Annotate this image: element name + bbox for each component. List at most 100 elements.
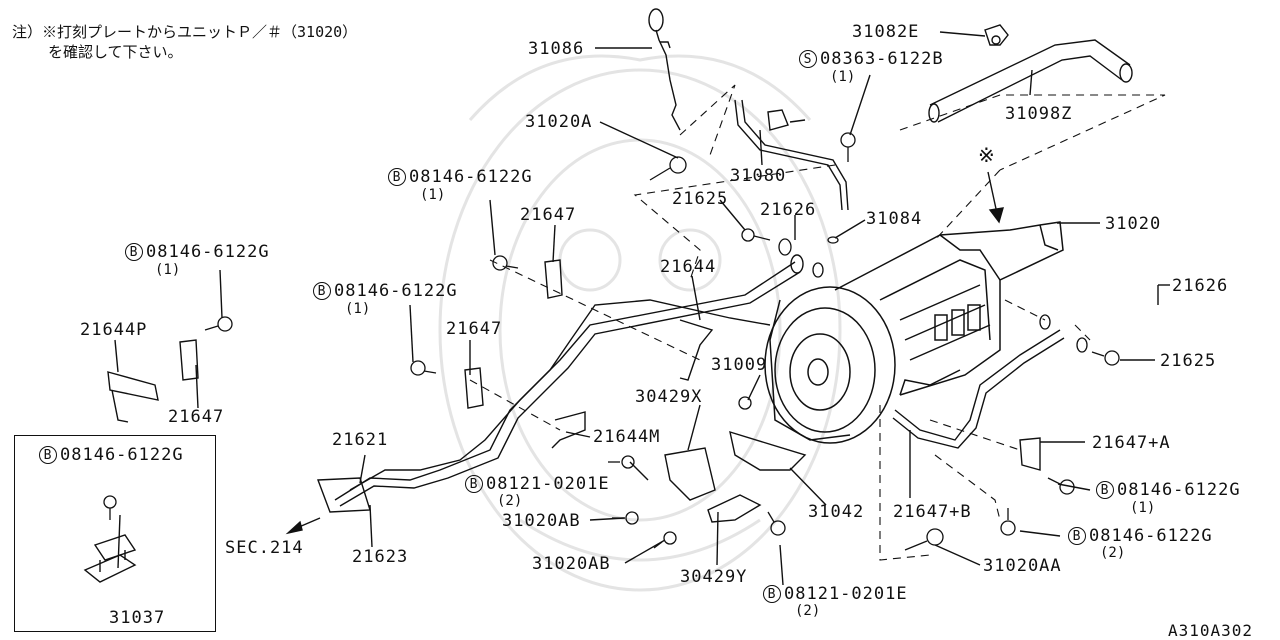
- callout-08146-c-qty: (1): [345, 301, 371, 317]
- leader-31020a: [599, 121, 679, 159]
- leader-31009: [747, 374, 761, 401]
- callout-08363-number: 08363-6122B: [820, 49, 944, 69]
- inset-callout-31037[interactable]: 31037: [109, 608, 166, 628]
- callout-21623[interactable]: 21623: [352, 547, 409, 567]
- callout-21644[interactable]: 21644: [660, 257, 717, 277]
- transmission-case: [834, 221, 1064, 396]
- torque-converter: [764, 286, 896, 444]
- leader-31020aa: [934, 544, 981, 566]
- leader-21644m: [565, 431, 591, 438]
- callout-21625-b[interactable]: 21625: [1160, 351, 1217, 371]
- inset-bolt-number: 08146-6122G: [60, 445, 184, 465]
- callout-08146-a-number: 08146-6122G: [409, 167, 533, 187]
- leader-b3: [219, 269, 223, 319]
- leader-21625a: [719, 199, 746, 231]
- breather-hose: [928, 39, 1133, 123]
- callout-21644p[interactable]: 21644P: [80, 320, 148, 340]
- callout-31009[interactable]: 31009: [711, 355, 768, 375]
- leader-21644p: [114, 339, 119, 373]
- leader-b2: [409, 304, 414, 363]
- leader-31042: [789, 467, 827, 506]
- leader-31082e: [939, 31, 986, 37]
- sec-214-reference[interactable]: SEC.214: [225, 538, 304, 558]
- covers: [664, 430, 807, 523]
- leader-31084: [834, 219, 866, 239]
- callout-21647-plus-b[interactable]: 21647+B: [893, 502, 972, 522]
- callout-31020ab-b[interactable]: 31020AB: [532, 554, 611, 574]
- callout-21644m[interactable]: 21644M: [593, 427, 661, 447]
- leader-b7: [779, 544, 784, 586]
- callout-08146-c-number: 08146-6122G: [334, 281, 458, 301]
- callout-21626-a[interactable]: 21626: [760, 200, 817, 220]
- callout-08121-b-number: 08121-0201E: [784, 584, 908, 604]
- callout-21647-b[interactable]: 21647: [446, 319, 503, 339]
- callout-31042[interactable]: 31042: [808, 502, 865, 522]
- callout-31084[interactable]: 31084: [866, 209, 923, 229]
- callout-21647-plus-a[interactable]: 21647+A: [1092, 433, 1171, 453]
- callout-21626-b[interactable]: 21626: [1172, 276, 1229, 296]
- callout-08146-a-qty: (1): [420, 187, 446, 203]
- callout-08121-b-qty: (2): [795, 603, 821, 619]
- callout-31020ab-a[interactable]: 31020AB: [502, 511, 581, 531]
- bolt-type-b-badge: B: [1068, 527, 1086, 545]
- callout-31082e[interactable]: 31082E: [852, 22, 920, 42]
- callout-21647-a[interactable]: 21647: [520, 205, 577, 225]
- leader-21647c: [195, 364, 199, 409]
- callout-30429x[interactable]: 30429X: [635, 387, 703, 407]
- callout-08146-b-qty: (1): [155, 262, 181, 278]
- callout-31098z[interactable]: 31098Z: [1005, 104, 1073, 124]
- note-line-2: を確認して下さい。: [48, 43, 183, 61]
- callout-08146-b-number: 08146-6122G: [146, 242, 270, 262]
- leader-31020ab-b: [624, 539, 666, 564]
- note-line-1: 注）※打刻プレートからユニットＰ／＃（31020）: [12, 23, 358, 41]
- inset-switch-31037: [83, 534, 137, 583]
- callout-21647-c[interactable]: 21647: [168, 407, 225, 427]
- bolt-type-b-badge: B: [763, 585, 781, 603]
- bolt-type-s-badge: S: [799, 50, 817, 68]
- leader-b1: [489, 199, 496, 256]
- callout-31086[interactable]: 31086: [528, 39, 585, 59]
- leader-21647a: [552, 224, 556, 263]
- bolts: [103, 132, 1120, 551]
- leader-21623: [369, 504, 373, 548]
- cooler-pipes: [334, 254, 1065, 507]
- callout-31020[interactable]: 31020: [1105, 214, 1162, 234]
- plate-arrowhead: [988, 207, 1004, 224]
- bolt-type-b-badge: B: [465, 475, 483, 493]
- callout-31020aa[interactable]: 31020AA: [983, 556, 1062, 576]
- callout-08363-qty: (1): [830, 69, 856, 85]
- callout-08146-e-number: 08146-6122G: [1089, 526, 1213, 546]
- leader-30429y: [716, 511, 719, 566]
- bolt-type-b-badge: B: [388, 168, 406, 186]
- callout-31020a[interactable]: 31020A: [525, 112, 593, 132]
- callout-21625-a[interactable]: 21625: [672, 189, 729, 209]
- clip-31082e: [984, 24, 1009, 46]
- bolt-type-b-badge: B: [39, 446, 57, 464]
- filler-tube: [734, 99, 849, 211]
- brackets: [107, 259, 1041, 513]
- callout-08146-d-qty: (1): [1130, 500, 1156, 516]
- leader-31080: [759, 129, 763, 166]
- callout-21621[interactable]: 21621: [332, 430, 389, 450]
- dashed-guides: [469, 84, 1166, 561]
- dipstick: [648, 8, 681, 131]
- callout-30429y[interactable]: 30429Y: [680, 567, 748, 587]
- callout-08146-d-number: 08146-6122G: [1117, 480, 1241, 500]
- leader-08363: [849, 74, 871, 136]
- callout-31080[interactable]: 31080: [730, 166, 787, 186]
- callout-08121-a-qty: (2): [497, 493, 523, 509]
- drawing-code: A310A302: [1168, 621, 1254, 640]
- bolt-type-b-badge: B: [125, 243, 143, 261]
- callout-08121-a-number: 08121-0201E: [486, 474, 610, 494]
